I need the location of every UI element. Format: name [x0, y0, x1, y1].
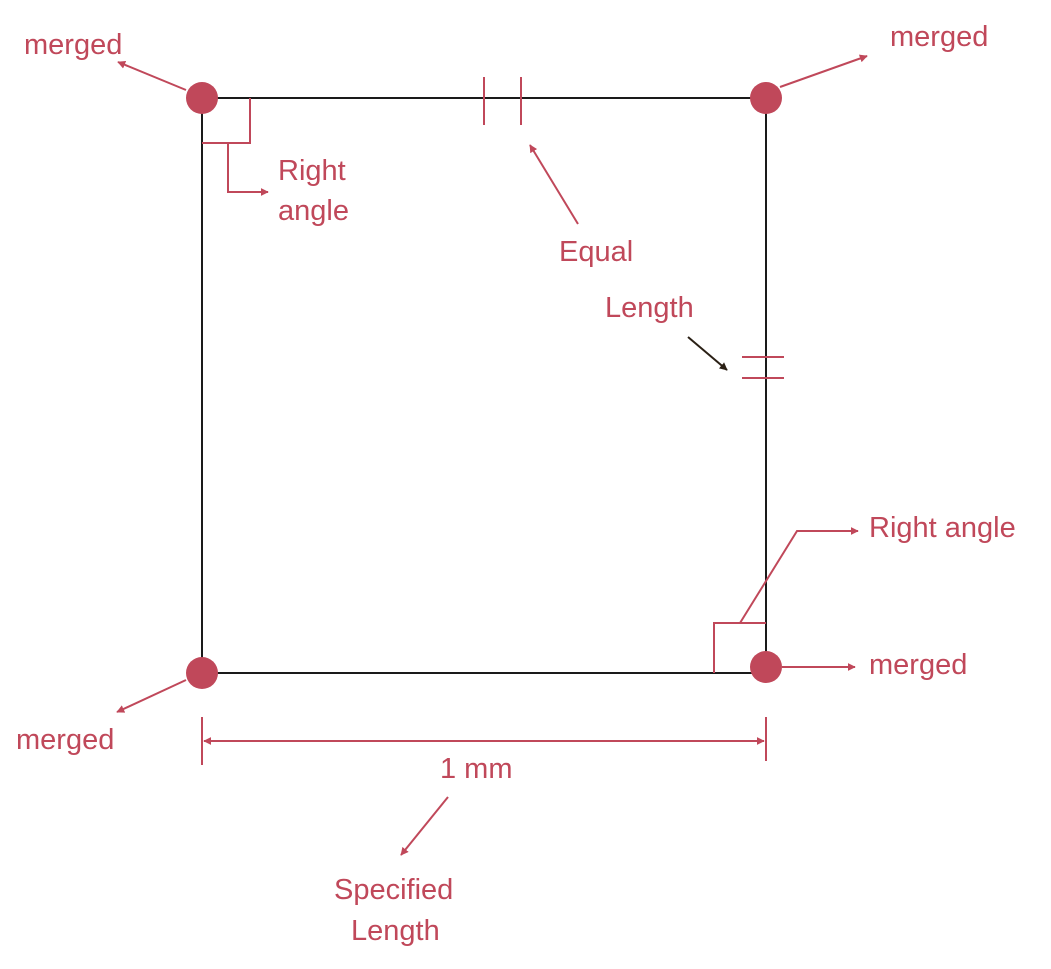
specified-length-label-line2: Length [351, 915, 440, 947]
specified-length-label-line1: Specified [334, 874, 453, 906]
right-angle-bottom-leader [739, 527, 859, 624]
right-angle-label-top-line2: angle [278, 195, 349, 227]
merged-arrow-bottom-left [116, 679, 187, 713]
length-label: Length [605, 292, 694, 324]
equal-label: Equal [559, 236, 633, 268]
corner-point-top-right [750, 82, 782, 114]
specified-length-arrow [400, 796, 449, 856]
corner-point-top-left [186, 82, 218, 114]
merged-arrow-top-left [117, 61, 187, 91]
right-angle-top-leader [227, 143, 269, 196]
merged-label-bottom-left: merged [16, 724, 114, 756]
dimension-label: 1 mm [440, 753, 513, 785]
corner-point-bottom-left [186, 657, 218, 689]
merged-label-top-right: merged [890, 21, 988, 53]
right-angle-marker-bottom-right [713, 622, 766, 673]
merged-arrow-top-right [779, 54, 868, 88]
right-angle-label-top-line1: Right [278, 155, 346, 187]
length-arrow [687, 336, 728, 371]
merged-label-top-left: merged [24, 29, 122, 61]
merged-label-bottom-right: merged [869, 649, 967, 681]
right-angle-marker-top-left [202, 98, 251, 144]
right-angle-label-bottom: Right angle [869, 512, 1016, 544]
corner-point-bottom-right [750, 651, 782, 683]
equal-arrow [529, 144, 579, 225]
